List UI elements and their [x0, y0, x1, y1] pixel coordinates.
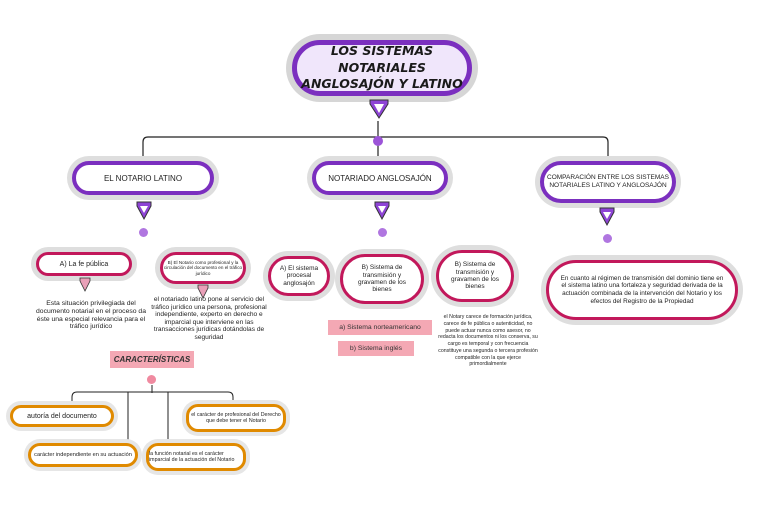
- node-label: B) Sistema de transmisión y gravamen de …: [357, 264, 407, 294]
- chevron-down-icon: [599, 207, 615, 227]
- branch-label: COMPARACIÓN ENTRE LOS SISTEMAS NOTARIALE…: [547, 174, 669, 189]
- branch-notario-latino: EL NOTARIO LATINO: [72, 161, 214, 195]
- fe-publica-description: Esta situación privilegiada del document…: [36, 300, 146, 331]
- chevron-down-icon: [136, 201, 152, 221]
- node-sistema-transmision: B) Sistema de transmisión y gravamen de …: [340, 254, 424, 304]
- branch-comparacion: COMPARACIÓN ENTRE LOS SISTEMAS NOTARIALE…: [540, 161, 676, 203]
- title-box: LOS SISTEMAS NOTARIALES ANGLOSAJÓN Y LAT…: [292, 40, 472, 96]
- item-label: el carácter de profesional del Derecho q…: [191, 411, 281, 424]
- connector-dot: [139, 228, 148, 237]
- branch-label: EL NOTARIO LATINO: [103, 173, 183, 183]
- chevron-down-icon: [374, 201, 390, 221]
- item-imparcial: la función notarial es el carácter impar…: [146, 443, 246, 471]
- node-sistema-procesal: A) El sistema procesal anglosajón: [268, 256, 330, 296]
- item-independiente: carácter independiente en su actuación: [28, 443, 138, 467]
- node-label: A) La fe pública: [59, 260, 109, 268]
- chevron-down-icon: [79, 277, 91, 292]
- node-label: B) Sistema de transmisión y gravamen de …: [450, 261, 500, 291]
- branch-notariado-anglosajon: NOTARIADO ANGLOSAJÓN: [312, 161, 448, 195]
- node-notario-circulacion: B) El Notario como profesional y la circ…: [160, 252, 246, 284]
- item-label: carácter independiente en su actuación: [34, 451, 132, 458]
- tag-sistema-ingles: b) Sistema inglés: [338, 341, 414, 356]
- comparacion-text: En cuanto al régimen de transmisión del …: [560, 274, 724, 305]
- notario-description: el notariado latino pone al servicio del…: [151, 296, 267, 341]
- item-profesional: el carácter de profesional del Derecho q…: [186, 404, 286, 432]
- node-sistema-transmision-2: B) Sistema de transmisión y gravamen de …: [436, 250, 514, 302]
- branch-label: NOTARIADO ANGLOSAJÓN: [328, 173, 432, 183]
- node-comparacion-texto: En cuanto al régimen de transmisión del …: [546, 260, 738, 320]
- connector-dot: [378, 228, 387, 237]
- connector-dot: [147, 375, 156, 384]
- connector-dot: [373, 136, 383, 146]
- node-label: B) El Notario como profesional y la circ…: [163, 259, 243, 276]
- chevron-down-icon: [197, 284, 209, 299]
- caracteristicas-label: CARACTERÍSTICAS: [110, 351, 194, 368]
- notary-description: el Notary carece de formación jurídica, …: [438, 314, 538, 368]
- connector-dot: [603, 234, 612, 243]
- title-line-1: LOS SISTEMAS NOTARIALES: [330, 42, 434, 75]
- item-label: autoría del documento: [27, 412, 97, 420]
- title-line-2: ANGLOSAJÓN Y LATINO: [301, 76, 463, 92]
- chevron-down-icon: [369, 99, 389, 119]
- item-autoria: autoría del documento: [10, 405, 114, 427]
- item-label: la función notarial es el carácter impar…: [149, 450, 235, 463]
- node-label: A) El sistema procesal anglosajón: [279, 264, 319, 287]
- node-fe-publica: A) La fe pública: [36, 252, 132, 276]
- tag-sistema-norteamericano: a) Sistema norteamericano: [328, 320, 432, 335]
